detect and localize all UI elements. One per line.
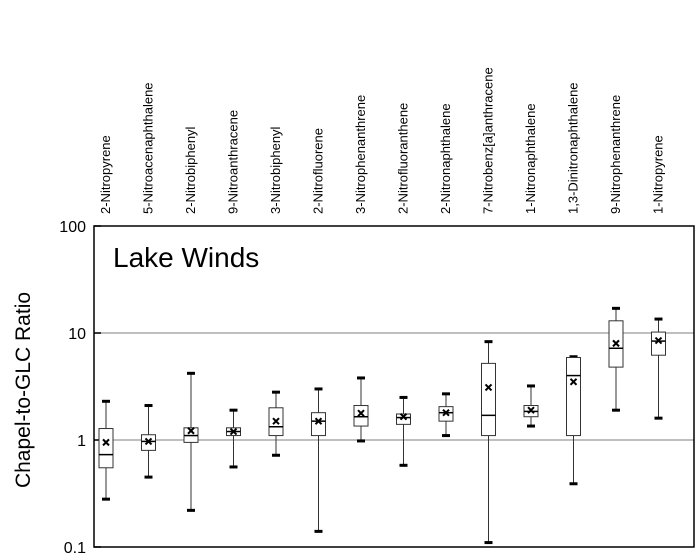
category-label: 1-Nitronaphthalene (523, 103, 538, 214)
box-plot (268, 390, 284, 457)
mean-marker (357, 409, 365, 417)
category-label: 2-Nitrofluorene (311, 128, 326, 214)
iqr-box (311, 412, 326, 437)
box-plot (438, 392, 454, 438)
box-plot (98, 399, 114, 501)
category-label: 9-Nitrophenanthrene (608, 95, 623, 214)
y-axis-title: Chapel-to-GLC Ratio (12, 292, 35, 488)
box-plot (651, 317, 666, 420)
category-label: 9-Nitroanthracene (226, 110, 241, 214)
category-label: 7-Nitrobenz[a]anthracene (481, 67, 496, 214)
y-axis-ticks: 0.1 1 10 100 (59, 219, 101, 557)
box-plot (353, 376, 369, 443)
box-plot (523, 384, 539, 428)
mean-marker (569, 378, 578, 386)
mean-marker (484, 383, 493, 392)
box-plot (141, 404, 156, 479)
y-tick-label: 0.1 (64, 540, 86, 557)
mean-marker (612, 339, 620, 348)
y-tick-label: 1 (77, 433, 86, 450)
y-tick-label: 10 (68, 326, 86, 343)
iqr-box (396, 413, 411, 425)
mean-marker (187, 427, 195, 435)
category-labels: 2-Nitropyrene 5-Nitroacenaphthalene 2-Nitr… (98, 67, 666, 214)
category-label: 2-Nitrobiphenyl (183, 126, 198, 214)
category-label: 1-Nitropyrene (651, 135, 666, 214)
category-label: 2-Nitrofluoranthene (396, 103, 411, 214)
box-plot (481, 340, 496, 545)
box-plot (566, 355, 581, 486)
category-label: 3-Nitrobiphenyl (268, 126, 283, 214)
gridlines (94, 332, 694, 441)
mean-marker (314, 417, 323, 425)
box-plot (608, 306, 624, 412)
mean-marker (102, 438, 110, 447)
iqr-box (98, 428, 114, 469)
category-label: 3-Nitrophenanthrene (353, 95, 368, 214)
category-label: 2-Nitronaphthalene (438, 103, 453, 214)
category-label: 1,3-Dinitronaphthalene (566, 82, 581, 214)
mean-marker (272, 417, 280, 425)
iqr-box (481, 362, 496, 437)
mean-marker (399, 413, 408, 421)
box-plots (98, 306, 666, 545)
category-label: 5-Nitroacenaphthalene (141, 82, 156, 214)
iqr-box (651, 331, 666, 356)
box-plot (183, 371, 199, 512)
box-plot (226, 408, 241, 469)
category-label: 2-Nitropyrene (98, 135, 113, 214)
iqr-box (566, 357, 581, 437)
mean-marker (654, 336, 663, 345)
y-tick-label: 100 (59, 219, 86, 236)
box-plot (311, 387, 326, 533)
mean-marker (229, 427, 238, 436)
mean-marker (442, 408, 450, 417)
iqr-box (353, 405, 369, 427)
plot-frame (93, 225, 695, 548)
mean-marker (144, 437, 153, 446)
mean-marker (527, 406, 535, 414)
panel-title: Lake Winds (113, 242, 259, 273)
box-plot (396, 395, 411, 467)
